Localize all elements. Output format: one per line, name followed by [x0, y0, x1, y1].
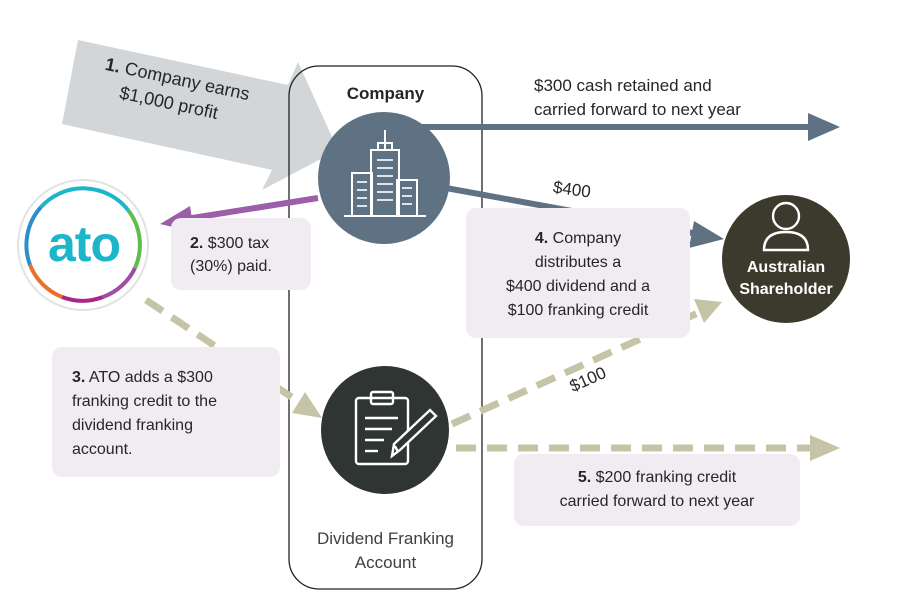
profit-arrow: [62, 40, 338, 190]
franking-account-line2: Account: [354, 553, 417, 572]
ato-logo: [17, 179, 149, 311]
step2-line2: (30%) paid.: [190, 258, 272, 275]
step4-line2: distributes a: [534, 254, 622, 271]
shareholder-label: Australian Shareholder: [722, 257, 850, 301]
step3-number: 3.: [72, 369, 86, 386]
retained-line1: $300 cash retained and: [534, 76, 712, 95]
step3-box: [52, 347, 280, 477]
step3-label: 3. ATO adds a $300 franking credit to th…: [72, 366, 217, 462]
step2-box: [171, 218, 311, 290]
ato-logo-text: ato: [48, 216, 121, 272]
step3-line2: franking credit to the: [72, 393, 217, 410]
franking-account-label: Dividend Franking Account: [289, 527, 482, 575]
tax-arrow-line: [185, 195, 319, 222]
step3-line1: ATO adds a $300: [88, 369, 213, 386]
ato-credit-arrow-head: [292, 392, 322, 418]
carried-forward-arrow-head: [810, 435, 840, 461]
clipboard-pencil-icon: [354, 390, 438, 466]
step5-box: [514, 454, 800, 526]
person-icon: [762, 201, 810, 252]
shareholder-line2: Shareholder: [739, 281, 833, 298]
step4-box: [466, 208, 690, 338]
step3-line3: dividend franking: [72, 417, 193, 434]
step2-label: 2. $300 tax (30%) paid.: [190, 232, 272, 278]
building-icon: [344, 130, 426, 217]
step4-line1: Company: [552, 230, 622, 247]
retained-line2: carried forward to next year: [534, 100, 741, 119]
shareholder-circle: [722, 195, 850, 323]
step5-line2: carried forward to next year: [559, 493, 755, 510]
step1-number: 1.: [103, 53, 123, 77]
step2-line1: $300 tax: [207, 235, 270, 252]
step2-number: 2.: [190, 235, 204, 252]
step3-line4: account.: [72, 441, 133, 458]
step4-line4: $100 franking credit: [507, 302, 649, 319]
retained-cash-label: $300 cash retained and carried forward t…: [534, 74, 741, 122]
company-title: Company: [346, 84, 425, 103]
shareholder-line1: Australian: [746, 259, 826, 276]
step4-label: 4. Company distributes a $400 dividend a…: [466, 227, 690, 323]
step4-number: 4.: [534, 230, 549, 247]
retained-arrow-head: [808, 113, 840, 141]
step5-label: 5. $200 franking credit carried forward …: [514, 466, 800, 514]
step4-line3: $400 dividend and a: [505, 278, 651, 295]
step5-number: 5.: [577, 469, 592, 486]
franking-to-shareholder-head: [694, 299, 722, 323]
franking-account-line1: Dividend Franking: [316, 529, 454, 548]
dividend-arrow-head: [689, 221, 724, 248]
step5-line1: $200 franking credit: [595, 469, 737, 486]
